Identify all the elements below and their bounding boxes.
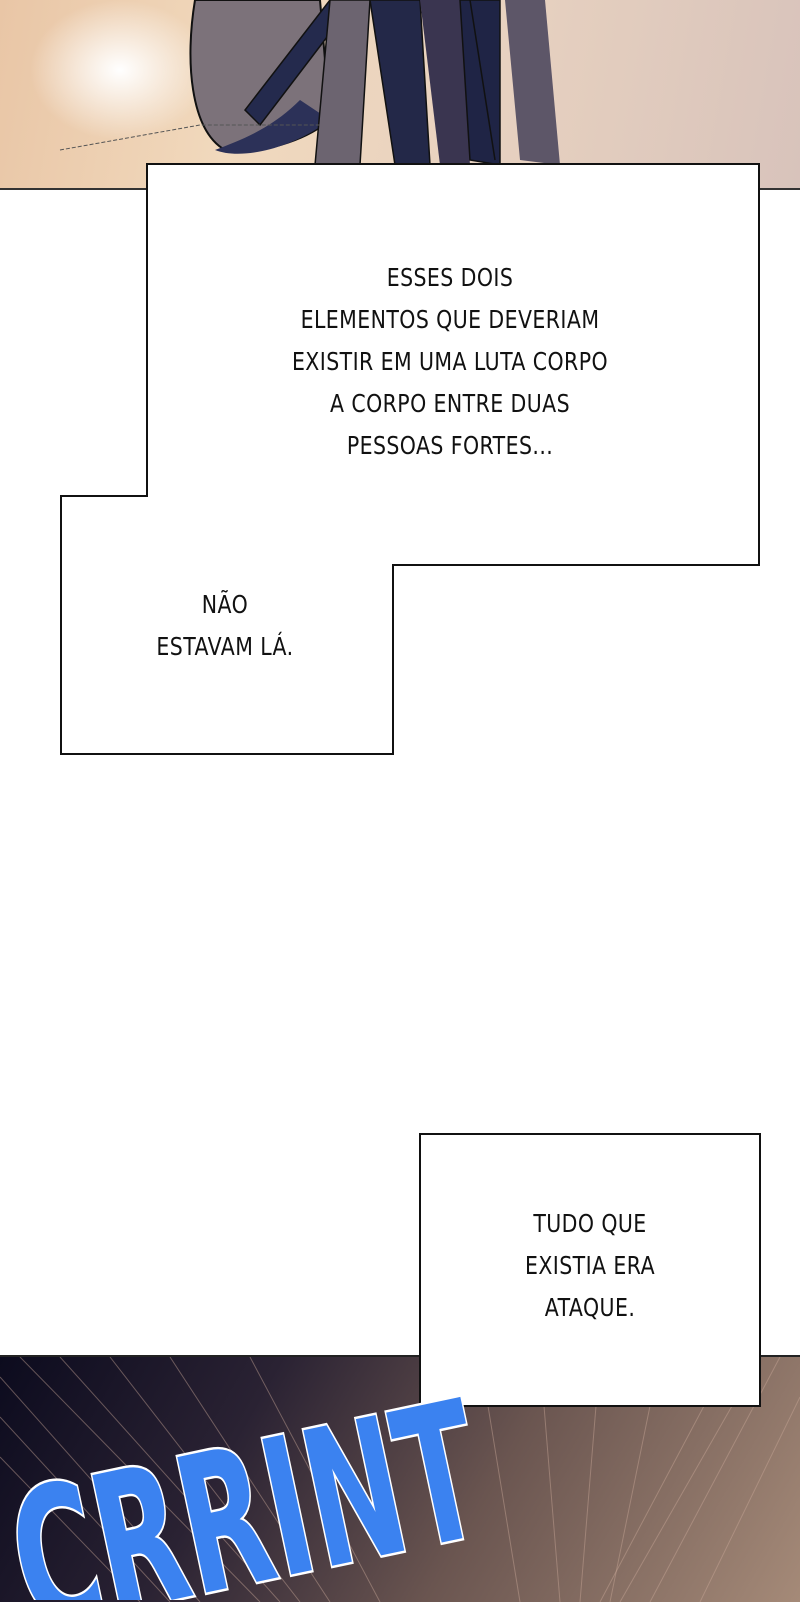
narration-line: ESSES DOIS bbox=[386, 263, 514, 292]
sfx-crrint: CRRINT bbox=[0, 1358, 502, 1600]
top-art-panel bbox=[0, 0, 800, 190]
narration-line: ESTAVAM LÁ. bbox=[156, 632, 294, 661]
narration-line: ATAQUE. bbox=[544, 1293, 636, 1322]
sfx-text: CRRINT bbox=[0, 1360, 499, 1600]
character-robe-art bbox=[30, 0, 560, 166]
narration-box-outline bbox=[60, 163, 760, 755]
narration-line: A CORPO ENTRE DUAS bbox=[330, 389, 570, 418]
narration-line: TUDO QUE bbox=[533, 1209, 647, 1238]
narration-box-2: NÃO ESTAVAM LÁ. bbox=[131, 584, 320, 668]
narration-line: EXISTIA ERA bbox=[524, 1251, 656, 1280]
narration-box-1: ESSES DOIS ELEMENTOS QUE DEVERIAM EXISTI… bbox=[245, 257, 655, 467]
narration-line: EXISTIR EM UMA LUTA CORPO bbox=[291, 347, 609, 376]
narration-box-3: TUDO QUE EXISTIA ERA ATAQUE. bbox=[492, 1203, 689, 1329]
narration-box-3-outline bbox=[419, 1133, 761, 1407]
narration-line: PESSOAS FORTES... bbox=[346, 431, 554, 460]
narration-line: ELEMENTOS QUE DEVERIAM bbox=[300, 305, 600, 334]
narration-line: NÃO bbox=[201, 590, 249, 619]
